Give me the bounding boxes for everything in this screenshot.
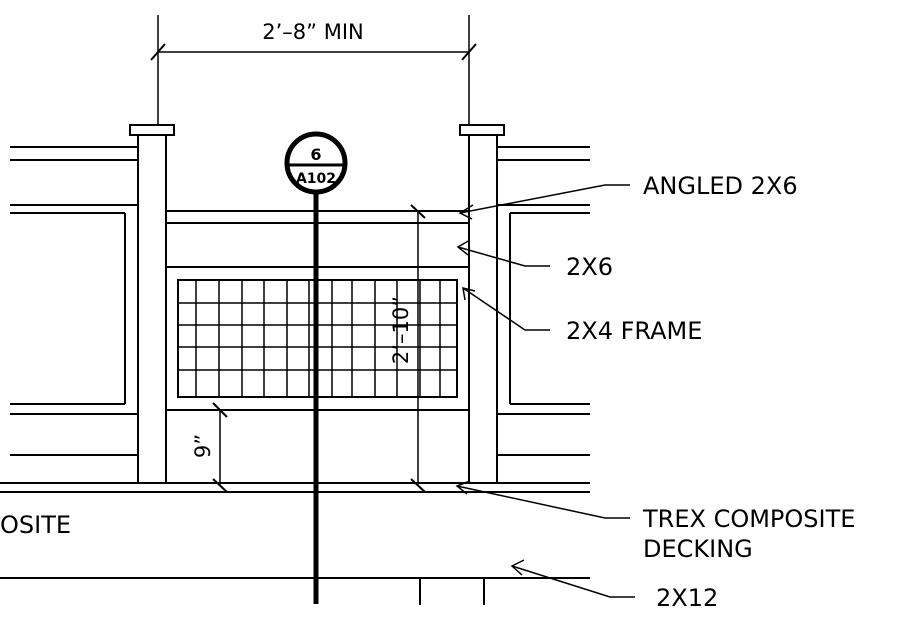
dimension-width-label: 2’–8” MIN [262,20,363,44]
label-2x4-frame: 2X4 FRAME [566,317,702,345]
leader-2x6 [456,239,550,267]
trex-decking [0,482,590,493]
section-cut-marker: 6 A102 [284,131,348,604]
section-sheet: A102 [296,171,336,187]
leader-trex-decking [455,480,630,519]
label-left-partial: OSITE [0,511,71,539]
dimension-height: 2’–10” [389,204,426,493]
left-post [129,124,175,484]
leader-2x4-frame [462,286,550,331]
joist-2x12 [0,577,590,605]
label-2x12: 2X12 [656,584,718,612]
leader-angled-2x6 [458,184,630,220]
right-post [459,124,505,484]
label-trex-line1: TREX COMPOSITE [642,505,855,533]
label-2x6: 2X6 [566,253,613,281]
dimension-gap-label: 9” [191,434,215,458]
label-trex-line2: DECKING [643,535,753,563]
right-background-rails [497,146,590,456]
label-angled-2x6: ANGLED 2X6 [643,172,798,200]
dimension-height-label: 2’–10” [389,296,413,364]
dimension-width: 2’–8” MIN [150,15,477,125]
section-number: 6 [310,145,321,164]
leader-2x12 [510,559,635,598]
left-background-rails [10,146,138,456]
dimension-gap: 9” [191,402,228,493]
